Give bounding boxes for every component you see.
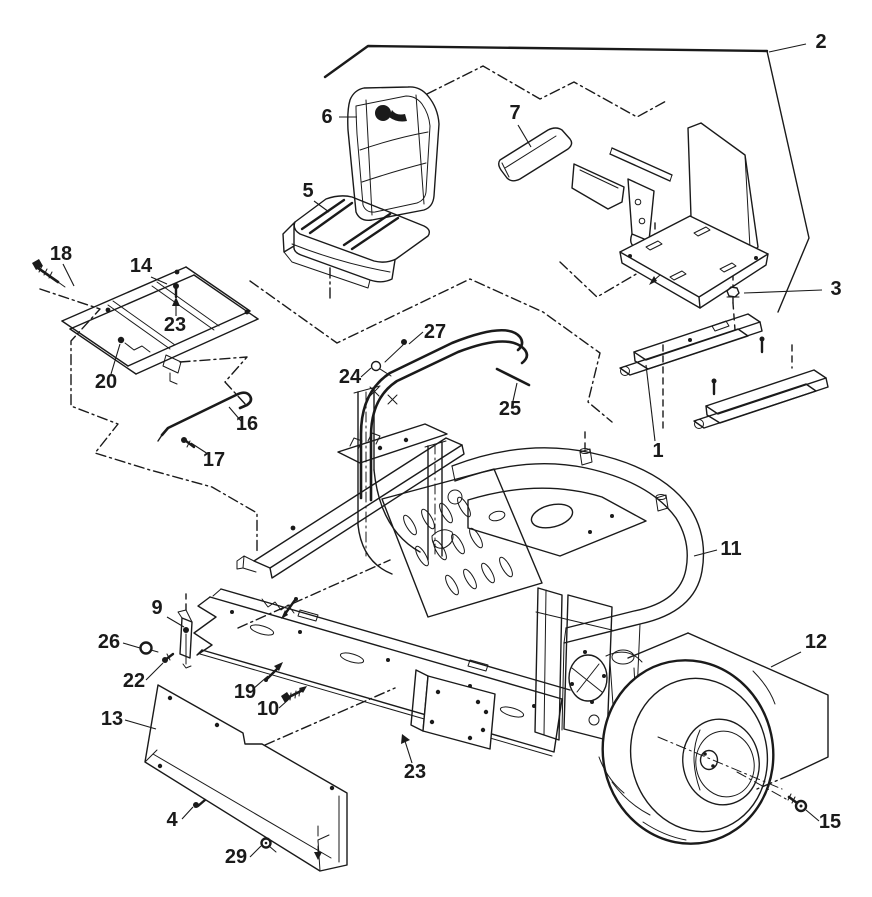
clamp-24: [370, 360, 392, 377]
bolt-3: [726, 286, 740, 304]
callout-1-leader: [645, 364, 656, 442]
callout-25-leader: [512, 382, 518, 402]
seat-pan: [619, 122, 769, 309]
callout-11-leader: [693, 549, 718, 557]
callout-20-leader: [110, 343, 121, 375]
callout-12-leader: [770, 651, 802, 668]
callouts: 2 6 7 5 3 18 14 23 20 27 24 25 16 17 1 1…: [50, 31, 842, 868]
callout-6: 6: [321, 106, 332, 128]
callout-19: 19: [234, 681, 256, 703]
callout-4: 4: [166, 809, 178, 831]
callout-27-leader: [408, 331, 424, 345]
cable-group: [359, 328, 531, 502]
callout-2: 2: [815, 31, 826, 53]
callout-23-plate-leader: [403, 737, 413, 764]
callout-1: 1: [652, 440, 663, 462]
ring-26: [139, 641, 159, 655]
callout-2-leader: [768, 43, 807, 53]
callout-15-leader: [805, 809, 820, 822]
callout-23-plate-arrowhead: [401, 734, 410, 744]
screw-22: [162, 652, 175, 663]
bolt-15: [736, 771, 808, 813]
screw-29: [260, 837, 277, 853]
callout-13-leader: [124, 719, 157, 730]
callout-20: 20: [95, 371, 117, 393]
callout-15: 15: [819, 811, 841, 833]
callout-23-seat-arrowhead: [172, 297, 180, 306]
callout-14: 14: [130, 255, 153, 277]
bolt-10: [281, 686, 307, 703]
callout-10: 10: [257, 698, 279, 720]
callout-18-leader: [62, 263, 75, 287]
seat-slide-rails: [619, 313, 829, 429]
rod-16: [157, 391, 253, 442]
callout-9: 9: [151, 597, 162, 619]
callout-22-leader: [145, 662, 164, 681]
callout-17-leader: [190, 442, 209, 455]
wheel-boundary: [627, 632, 829, 790]
callout-17: 17: [203, 449, 225, 471]
callout-26: 26: [98, 631, 120, 653]
rod-25: [495, 367, 531, 387]
armrest: [498, 127, 573, 182]
callout-19-leader: [252, 675, 269, 690]
suspension-frame: [61, 266, 259, 385]
pivot-20: [117, 336, 151, 353]
callout-11: 11: [720, 538, 741, 560]
callout-24: 24: [339, 366, 362, 388]
callout-10-leader: [278, 699, 289, 709]
callout-24-leader: [360, 367, 372, 378]
callout-3-leader: [743, 289, 823, 294]
callout-25: 25: [499, 398, 521, 420]
callout-13: 13: [101, 708, 123, 730]
callout-29: 29: [225, 846, 247, 868]
callout-18: 18: [50, 243, 72, 265]
backrest-logo: [375, 105, 407, 122]
screw-27: [384, 339, 407, 363]
callout-7-leader: [517, 124, 532, 148]
callout-7: 7: [509, 102, 520, 124]
callout-5-leader: [313, 200, 330, 213]
bolt-18: [32, 259, 66, 288]
callout-3: 3: [830, 278, 841, 300]
callout-4-leader: [181, 806, 194, 820]
callout-23-plate: 23: [404, 761, 426, 783]
callout-9-leader: [166, 616, 185, 628]
callout-26-leader: [122, 642, 141, 649]
callout-22: 22: [123, 670, 145, 692]
screw-23-seat: [173, 283, 179, 299]
mount-plate-23: [410, 669, 496, 750]
callout-5: 5: [302, 180, 313, 202]
callout-16: 16: [236, 413, 258, 435]
screw-4: [193, 798, 207, 808]
callout-12: 12: [805, 631, 827, 653]
callout-29-leader: [249, 845, 262, 858]
rear-wheel: [598, 632, 829, 845]
callout-27: 27: [424, 321, 446, 343]
screw-17: [181, 437, 196, 449]
latch-9: [177, 593, 193, 669]
front-panel-13: [144, 684, 348, 872]
callout-16-leader: [228, 406, 242, 422]
seat-back: [347, 86, 440, 222]
callout-14-leader: [150, 276, 168, 285]
seat-cushion: [282, 195, 431, 289]
callout-23-seat: 23: [164, 314, 186, 336]
